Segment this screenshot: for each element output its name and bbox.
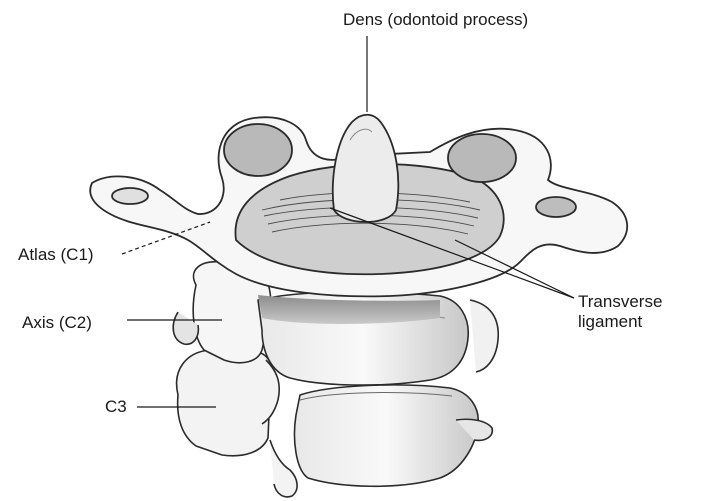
atlas-label: Atlas (C1) (18, 245, 94, 265)
dens-label: Dens (odontoid process) (343, 10, 528, 30)
dens-odontoid-process (333, 115, 399, 222)
transverse-label-line2: ligament (578, 312, 662, 332)
transverse-ligament-label: Transverse ligament (578, 292, 662, 331)
transverse-label-line1: Transverse (578, 292, 662, 312)
axis-label: Axis (C2) (22, 313, 92, 333)
c3-label: C3 (105, 397, 127, 417)
